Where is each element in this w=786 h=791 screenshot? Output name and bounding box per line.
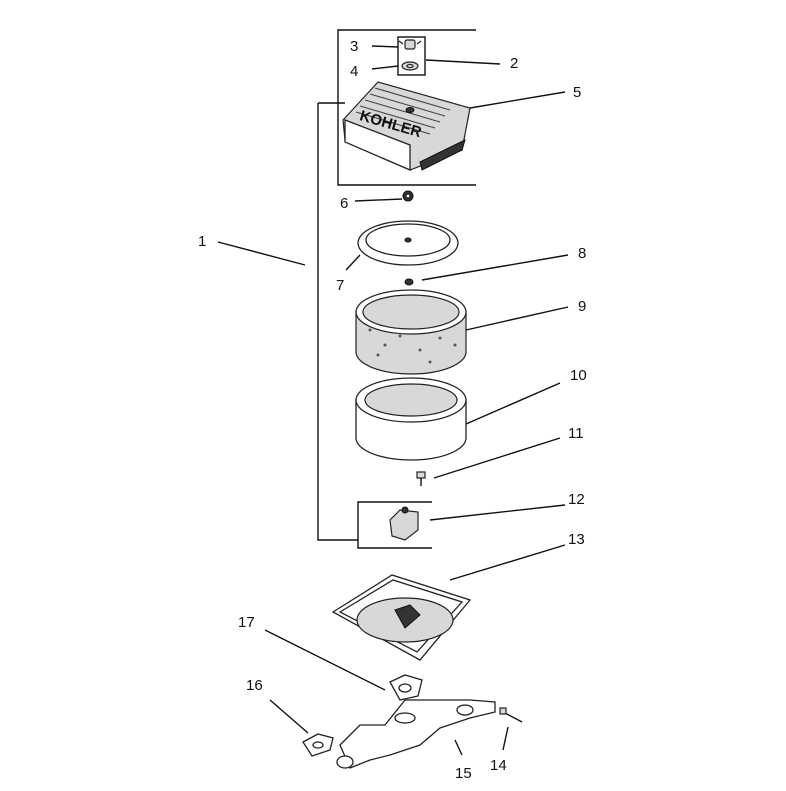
assembly-bracket bbox=[317, 29, 476, 549]
label-10: 10 bbox=[570, 367, 587, 384]
label-8: 8 bbox=[578, 245, 586, 262]
leader-lines bbox=[217, 45, 569, 756]
part-14-bolt bbox=[499, 707, 523, 723]
part-7-plate bbox=[357, 220, 459, 266]
label-4: 4 bbox=[350, 63, 358, 80]
part-9-precleaner bbox=[355, 289, 467, 375]
label-16: 16 bbox=[246, 677, 263, 694]
label-13: 13 bbox=[568, 531, 585, 548]
part-16-gasket bbox=[302, 733, 334, 757]
part-13-base bbox=[331, 574, 472, 661]
part-12-bracket bbox=[389, 506, 419, 541]
part-10-element bbox=[355, 377, 467, 461]
label-1: 1 bbox=[198, 233, 206, 250]
part-11-bolt bbox=[416, 471, 426, 486]
callout-labels: 1 2 3 4 5 6 7 8 9 10 11 12 13 14 15 16 1… bbox=[198, 38, 587, 782]
part-15-manifold bbox=[336, 699, 496, 769]
label-3: 3 bbox=[350, 38, 358, 55]
label-12: 12 bbox=[568, 491, 585, 508]
label-5: 5 bbox=[573, 84, 581, 101]
part-5-cover: KOHLER bbox=[342, 81, 471, 171]
part-3-wing-nut bbox=[398, 39, 422, 50]
label-14: 14 bbox=[490, 757, 507, 774]
label-17: 17 bbox=[238, 614, 255, 631]
label-9: 9 bbox=[578, 298, 586, 315]
label-15: 15 bbox=[455, 765, 472, 782]
label-6: 6 bbox=[340, 195, 348, 212]
label-11: 11 bbox=[568, 425, 584, 442]
label-2: 2 bbox=[510, 55, 518, 72]
part-4-washer bbox=[401, 61, 419, 71]
part-17-gasket bbox=[389, 674, 423, 701]
part-8-grommet bbox=[404, 278, 414, 286]
part-6-wing-nut bbox=[402, 190, 414, 202]
label-7: 7 bbox=[336, 277, 344, 294]
